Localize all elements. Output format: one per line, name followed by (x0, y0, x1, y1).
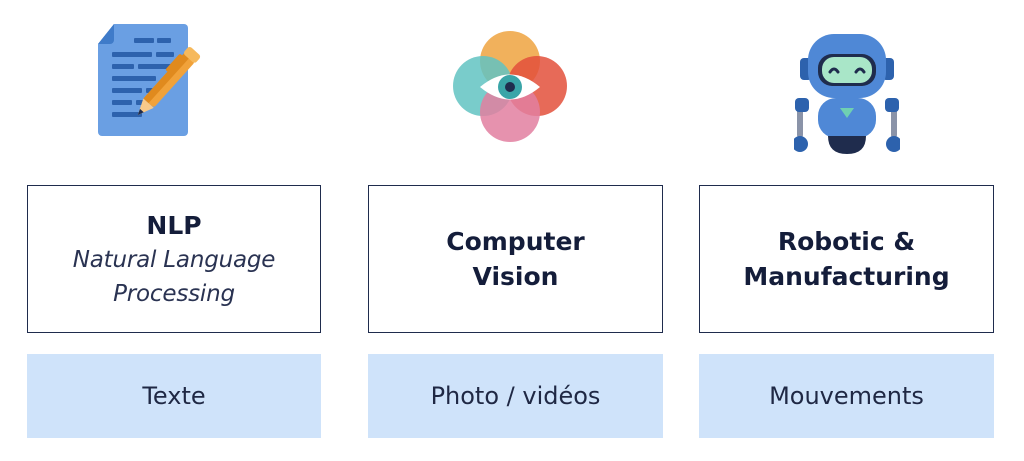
nlp-title: NLP (146, 210, 202, 240)
nlp-subtitle-line1: Natural Language (72, 246, 276, 273)
robot-icon (794, 32, 900, 156)
robotic-manufacturing-box: Robotic & Manufacturing (699, 185, 994, 333)
vision-eye-icon (452, 30, 568, 144)
document-pen-icon (96, 22, 216, 138)
tag-mouvements: Mouvements (699, 354, 994, 438)
tag-photo-videos: Photo / vidéos (368, 354, 663, 438)
tag-texte: Texte (27, 354, 321, 438)
nlp-subtitle-line2: Processing (113, 280, 235, 307)
computer-vision-title-line2: Vision (472, 262, 559, 291)
robotic-title-line1: Robotic & (777, 227, 916, 256)
computer-vision-box: Computer Vision (368, 185, 663, 333)
robotic-title-line2: Manufacturing (743, 262, 950, 291)
computer-vision-title-line1: Computer (446, 227, 585, 256)
nlp-box: NLP Natural Language Processing (27, 185, 321, 333)
